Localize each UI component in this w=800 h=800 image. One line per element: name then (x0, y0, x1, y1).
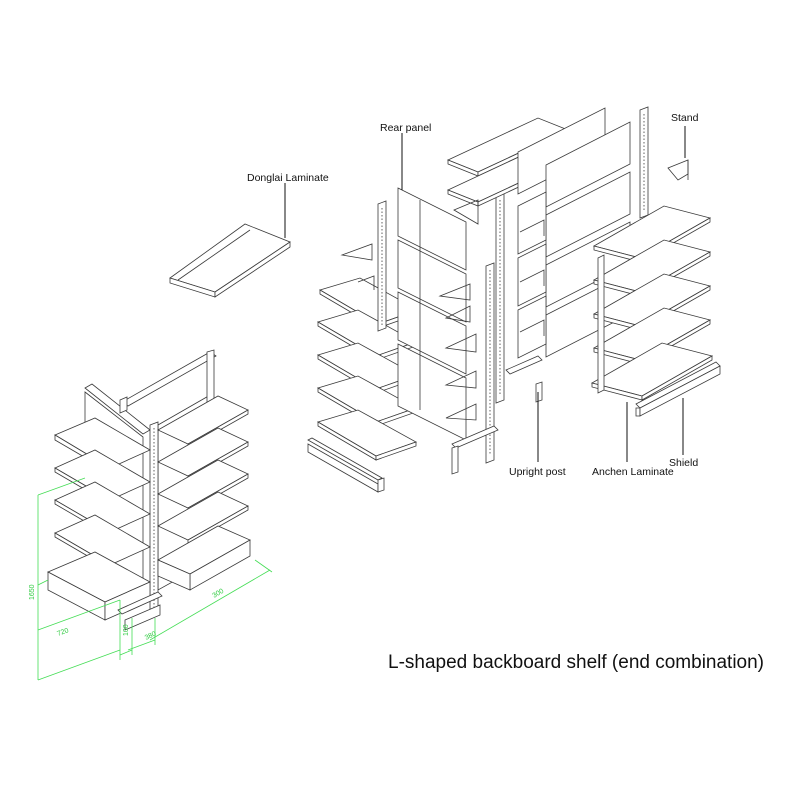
assembled-shelf-unit (47, 349, 251, 631)
dim-width-long: 300 (212, 588, 226, 600)
label-upright-post: Upright post (509, 466, 566, 478)
exploded-left-shelves (307, 200, 419, 493)
label-donglai-laminate: Donglai Laminate (247, 172, 329, 184)
exploded-rear-panels (397, 187, 505, 475)
dimension-lines (37, 477, 273, 681)
label-anchen-laminate: Anchen Laminate (592, 466, 674, 478)
dim-height: 1650 (29, 584, 36, 600)
label-stand: Stand (671, 112, 699, 124)
label-shield: Shield (669, 457, 699, 469)
dim-width-short: 380 (144, 630, 158, 641)
dim-base: 100 (123, 624, 130, 636)
donglai-laminate-panel (169, 223, 291, 298)
stand-bracket (667, 159, 689, 181)
exploded-right-shelves (590, 205, 721, 417)
label-rear-panel: Rear panel (380, 122, 432, 134)
dim-depth: 720 (56, 627, 69, 638)
diagram-title: L-shaped backboard shelf (end combinatio… (388, 652, 765, 673)
